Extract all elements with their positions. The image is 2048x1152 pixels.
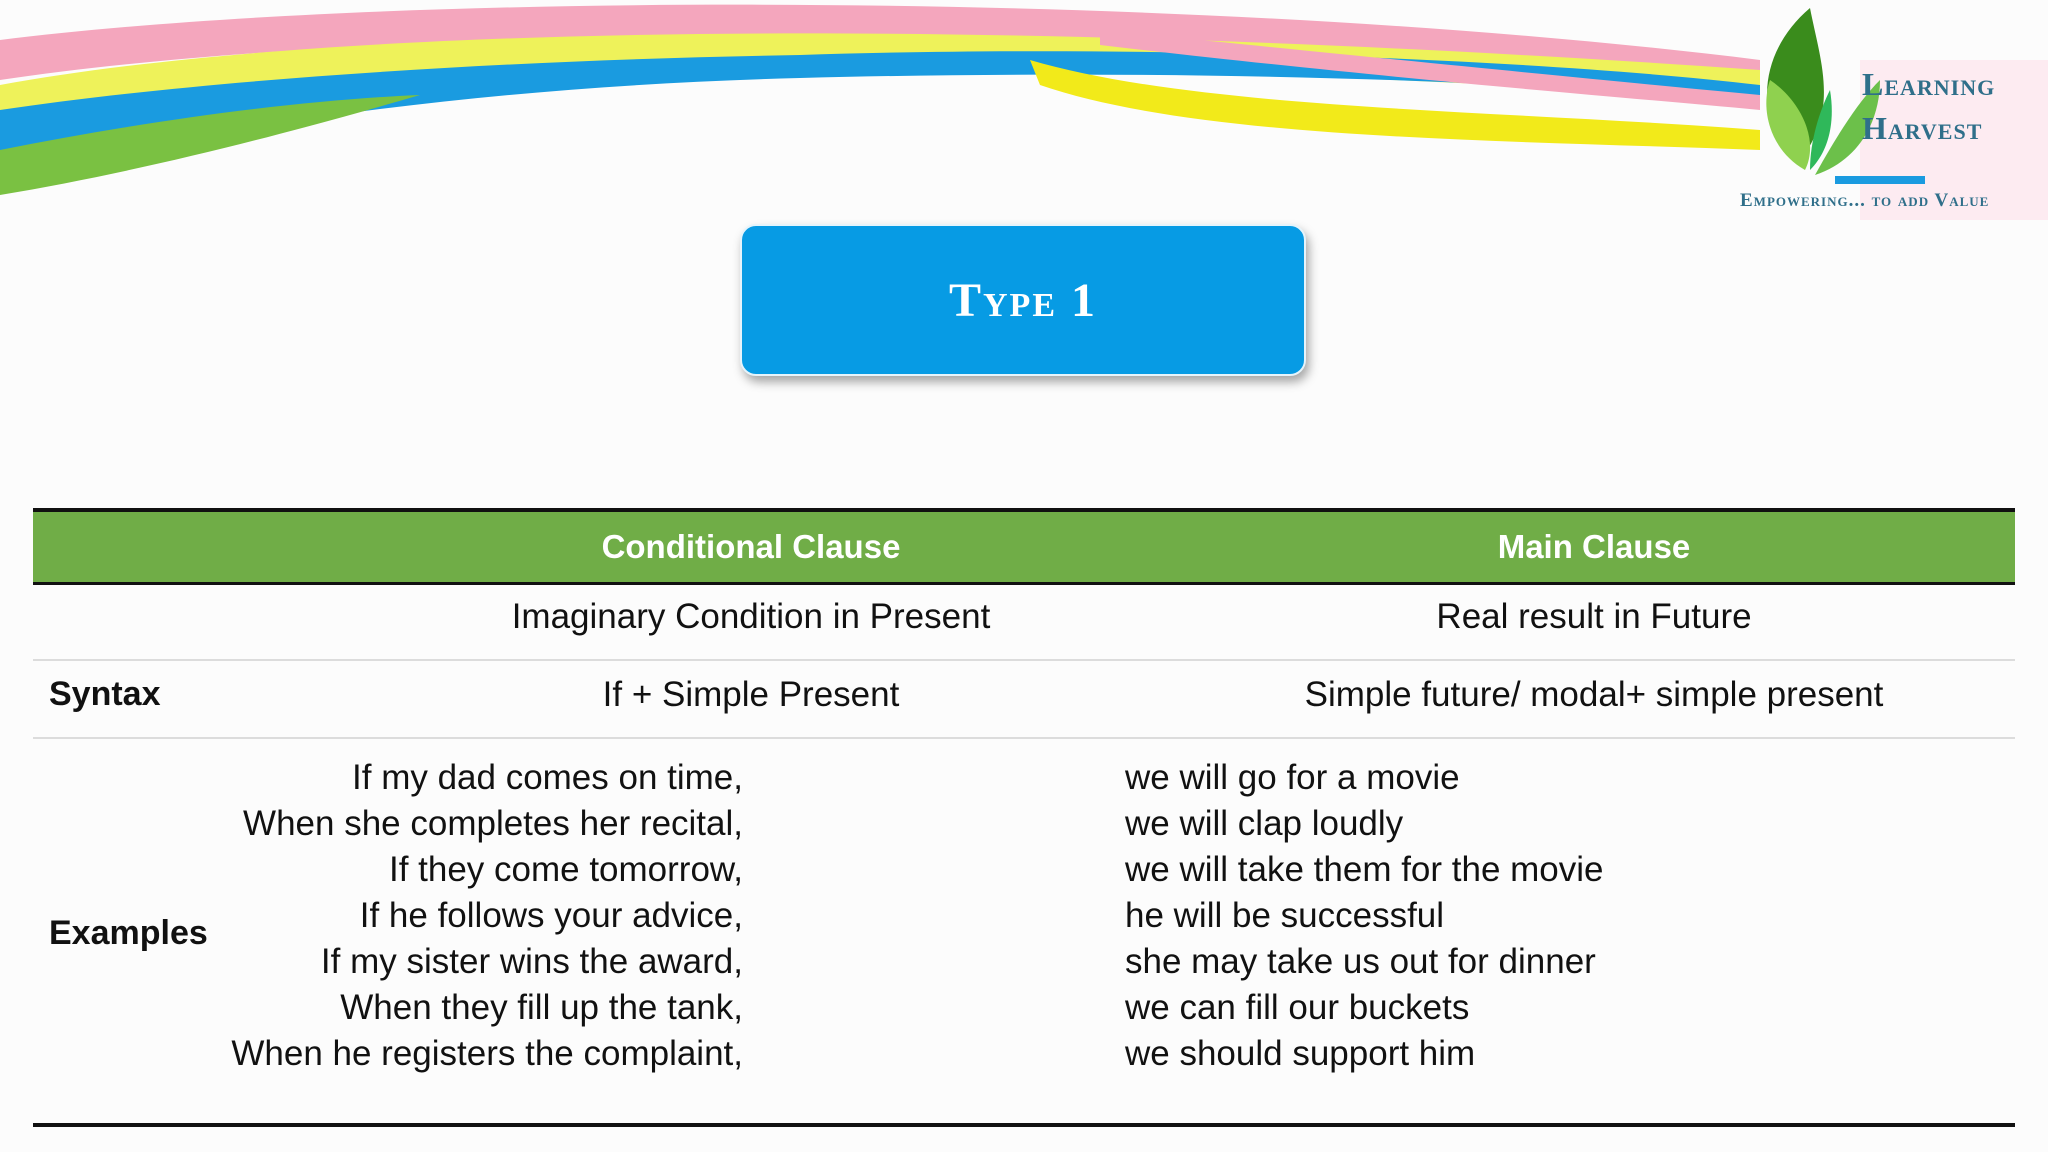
list-item: we will clap loudly: [1125, 804, 1404, 843]
syntax-main: Simple future/ modal+ simple present: [1304, 675, 1884, 714]
list-item: When they fill up the tank,: [340, 988, 743, 1027]
example-results-list: we will go for a movie we will clap loud…: [1125, 755, 1604, 1077]
list-item: he will be successful: [1125, 896, 1445, 935]
page-title: Type 1: [948, 273, 1097, 327]
logo-word-learning: Learning: [1862, 66, 1996, 102]
header-main-clause: Main Clause: [1497, 528, 1691, 565]
meaning-main: Real result in Future: [1436, 597, 1752, 636]
decorative-ribbon-banner: [0, 4, 1760, 195]
table-row-syntax: Syntax If + Simple Present Simple future…: [33, 661, 2015, 739]
list-item: When she completes her recital,: [243, 804, 743, 843]
leaf-logo-icon: [1766, 8, 2048, 220]
table-row-examples: Examples If my dad comes on time, When s…: [33, 739, 2015, 1139]
list-item: she may take us out for dinner: [1125, 942, 1596, 981]
meaning-conditional: Imaginary Condition in Present: [511, 597, 991, 636]
table-header-row: Conditional Clause Main Clause: [33, 512, 2015, 582]
syntax-conditional: If + Simple Present: [602, 675, 900, 714]
table-bottom-rule: [33, 1123, 2015, 1127]
logo-tagline: Empowering... to add Value: [1740, 190, 1990, 211]
list-item: If my sister wins the award,: [320, 942, 743, 981]
list-item: we will take them for the movie: [1125, 850, 1604, 889]
type-title-box: Type 1: [740, 224, 1306, 376]
list-item: If my dad comes on time,: [352, 758, 743, 797]
list-item: we should support him: [1125, 1034, 1476, 1073]
logo-word-harvest: Harvest: [1862, 110, 1983, 146]
table-top-rule: [33, 508, 2015, 512]
example-conditions-list: If my dad comes on time, When she comple…: [231, 755, 743, 1077]
list-item: we will go for a movie: [1125, 758, 1460, 797]
list-item: we can fill our buckets: [1125, 988, 1470, 1027]
syntax-label: Syntax: [49, 675, 161, 713]
list-item: If he follows your advice,: [359, 896, 743, 935]
examples-label: Examples: [49, 914, 208, 952]
header-conditional-clause: Conditional Clause: [601, 528, 901, 565]
list-item: If they come tomorrow,: [388, 850, 743, 889]
list-item: When he registers the complaint,: [231, 1034, 743, 1073]
table-row-meaning: Imaginary Condition in Present Real resu…: [33, 585, 2015, 661]
conditional-table: Conditional Clause Main Clause Imaginary…: [33, 508, 2015, 1139]
header-underline: [33, 582, 2015, 585]
learning-harvest-logo: Learning Harvest Empowering... to add Va…: [1730, 0, 2048, 226]
